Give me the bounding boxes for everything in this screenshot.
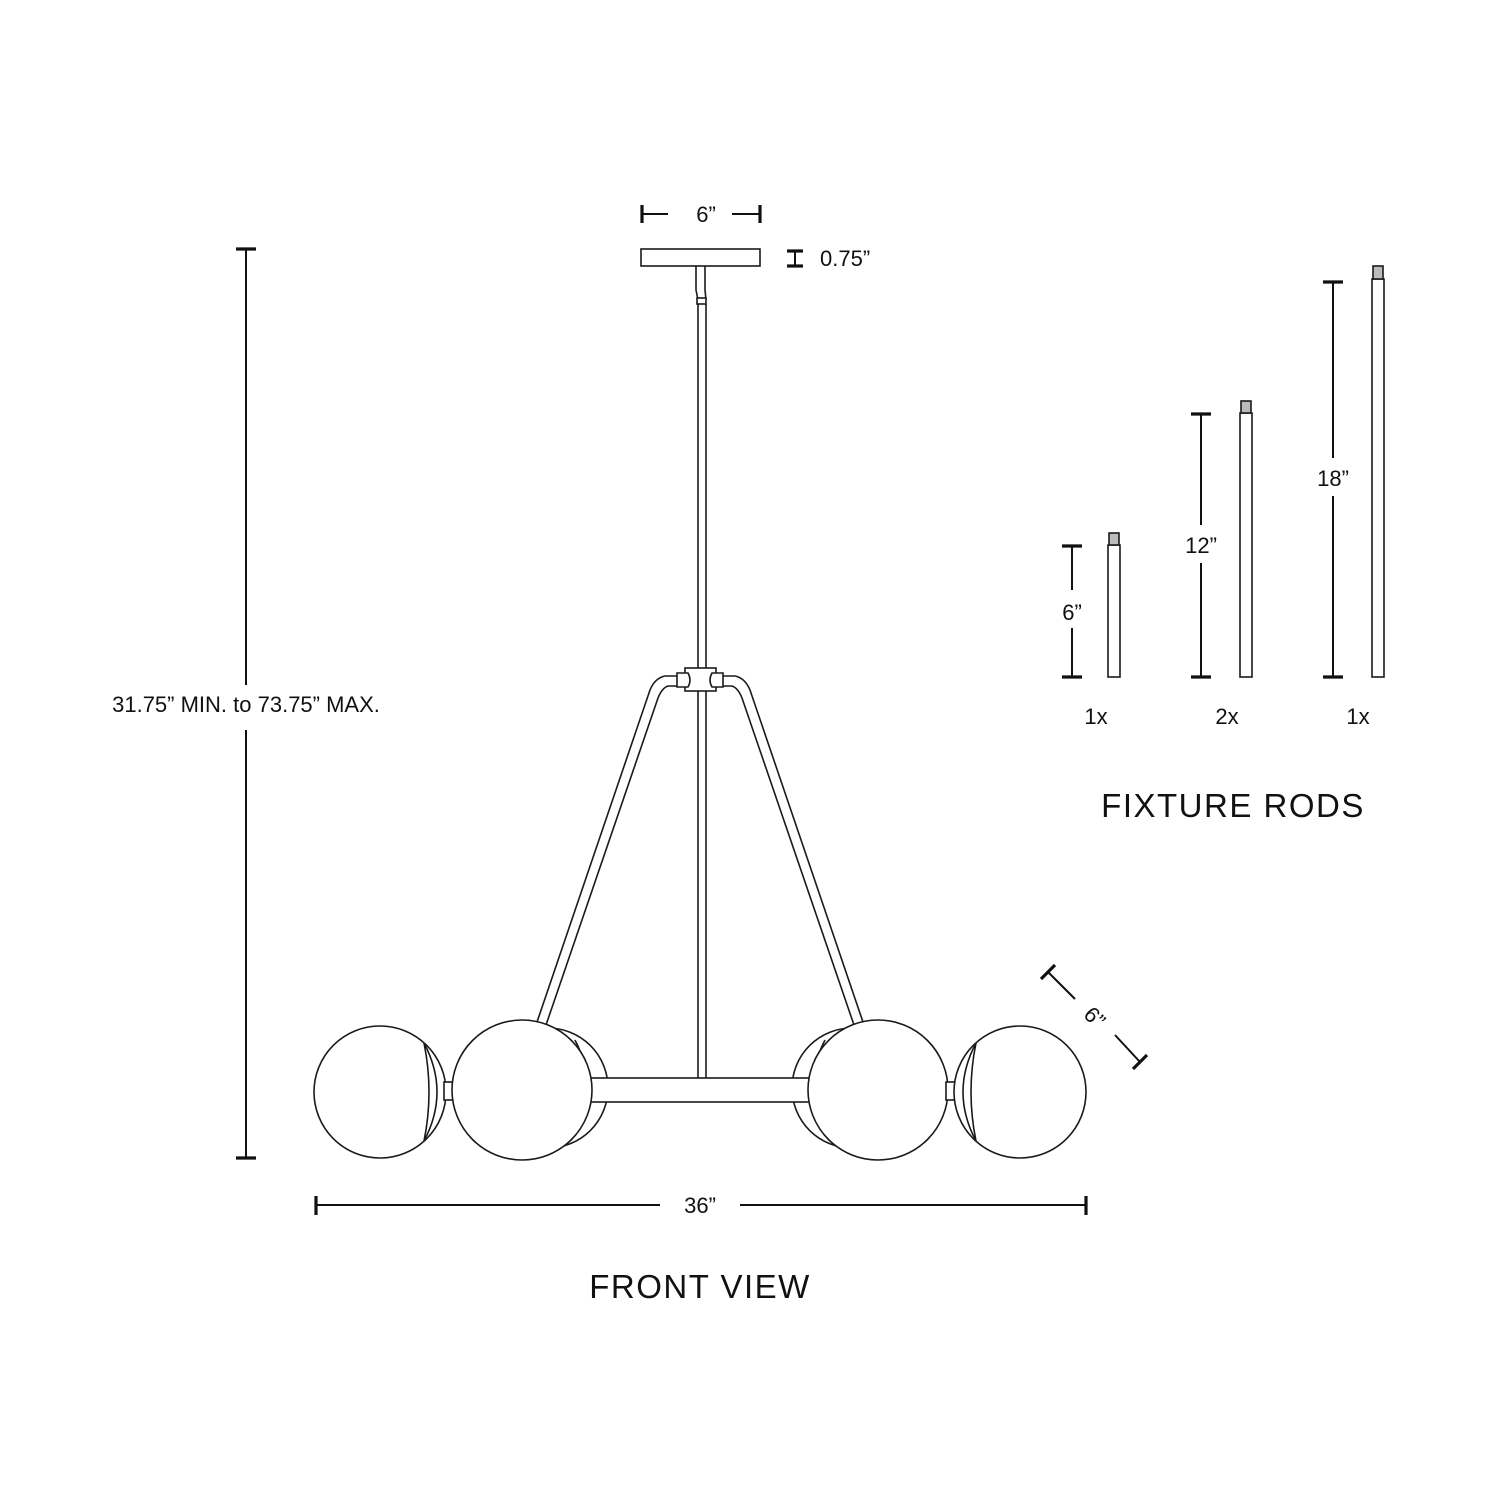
canopy-height-label: 0.75” xyxy=(820,246,870,271)
canopy-width-label: 6” xyxy=(696,202,716,227)
canopy-width-dimension: 6” xyxy=(640,202,762,227)
front-view-title: FRONT VIEW xyxy=(589,1268,811,1305)
globe xyxy=(807,1019,949,1161)
rod-12: 12” 2x xyxy=(1185,400,1253,729)
overall-height-label: 31.75” MIN. to 73.75” MAX. xyxy=(112,692,380,717)
fixture-rods-title: FIXTURE RODS xyxy=(1101,787,1365,824)
canopy xyxy=(640,248,761,267)
overall-width-dimension: 36” xyxy=(314,1193,1088,1218)
overall-width-label: 36” xyxy=(684,1193,716,1218)
rod-length-label: 18” xyxy=(1317,466,1349,491)
globe xyxy=(953,1025,1087,1159)
arms xyxy=(535,675,865,1026)
rod-quantity-label: 1x xyxy=(1346,704,1369,729)
rod-length-label: 6” xyxy=(1062,600,1082,625)
globe-diameter-label: 6” xyxy=(1079,1002,1111,1034)
globe xyxy=(451,1019,593,1161)
rod-quantity-label: 1x xyxy=(1084,704,1107,729)
rod-quantity-label: 2x xyxy=(1215,704,1238,729)
globes xyxy=(313,1019,1087,1161)
rod-18: 18” 1x xyxy=(1317,265,1385,729)
rod-6: 6” 1x xyxy=(1062,532,1121,729)
overall-height-dimension: 31.75” MIN. to 73.75” MAX. xyxy=(112,247,380,1160)
canopy-height-dimension: 0.75” xyxy=(787,246,870,271)
horizontal-bar xyxy=(584,1077,816,1103)
hub xyxy=(676,667,724,692)
rod-length-label: 12” xyxy=(1185,533,1217,558)
